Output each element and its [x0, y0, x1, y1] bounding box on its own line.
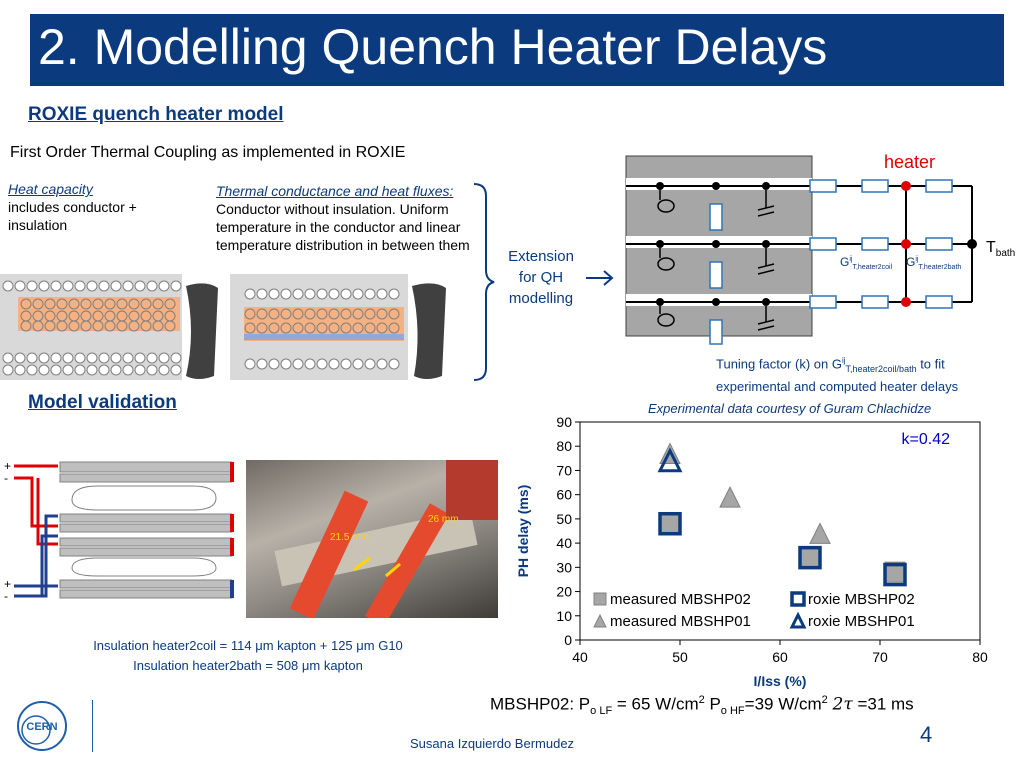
- legend-marker: [789, 611, 807, 629]
- author-name: Susana Izquierdo Bermudez: [410, 736, 575, 751]
- cern-logo: CERN: [17, 701, 67, 751]
- y-tick-label: 10: [556, 608, 572, 624]
- section-heading-roxie-model: ROXIE quench heater model: [28, 104, 284, 125]
- page-number: 4: [920, 722, 933, 747]
- svg-text:-: -: [4, 471, 8, 485]
- logo-divider: [92, 700, 93, 752]
- insulation-heater2coil: Insulation heater2coil = 114 μm kapton +…: [93, 638, 403, 653]
- y-tick-label: 40: [556, 535, 572, 551]
- heat-capacity-title: Heat capacity: [8, 181, 93, 197]
- y-tick-label: 90: [556, 414, 572, 430]
- data-point-triangle-open: [657, 447, 683, 473]
- y-tick-label: 80: [556, 438, 572, 454]
- thermal-conductance-block: Thermal conductance and heat fluxes: Con…: [216, 182, 484, 254]
- x-tick-label: 80: [972, 649, 988, 665]
- x-tick-label: 40: [572, 649, 588, 665]
- data-point-square-filled: [799, 547, 821, 569]
- x-axis-label: I/Iss (%): [754, 673, 807, 689]
- thermal-conductance-title: Thermal conductance and heat fluxes:: [216, 183, 454, 199]
- legend-marker: [593, 613, 607, 628]
- x-tick-label: 60: [772, 649, 788, 665]
- y-tick-label: 20: [556, 584, 572, 600]
- y-tick-label: 30: [556, 559, 572, 575]
- photo-label-26mm: 26 mm: [428, 514, 459, 525]
- magnet-heater-schematic: + - + -: [4, 459, 234, 603]
- svg-text:+: +: [4, 459, 11, 473]
- legend-marker: [593, 592, 607, 606]
- slide-title: 2. Modelling Quench Heater Delays: [38, 19, 828, 75]
- arrow-right-icon: [586, 270, 614, 286]
- svg-text:-: -: [4, 589, 8, 603]
- data-point-square-filled: [659, 513, 681, 535]
- y-tick-label: 70: [556, 462, 572, 478]
- data-point-triangle-filled: [809, 522, 831, 544]
- legend-marker: [790, 591, 806, 607]
- data-point-square-open: [658, 511, 682, 536]
- y-tick-label: 60: [556, 487, 572, 503]
- power-formula: MBSHP02: Po LF = 65 W/cm2 Po HF=39 W/cm2…: [490, 694, 914, 718]
- y-axis-label: PH delay (ms): [515, 485, 531, 578]
- section-heading-model-validation: Model validation: [28, 392, 177, 413]
- coupling-subtitle: First Order Thermal Coupling as implemen…: [10, 144, 406, 161]
- legend-label: measured MBSHP02: [610, 591, 751, 608]
- conductor-cross-section-illustration: [0, 274, 446, 380]
- data-courtesy-note: Experimental data courtesy of Guram Chla…: [648, 401, 932, 416]
- extension-label: Extension for QH modelling: [508, 248, 574, 307]
- t-bath-label: Tbath: [986, 239, 1015, 259]
- photo-label-21-5mm: 21.5 mm: [330, 532, 369, 543]
- k-annotation: k=0.42: [902, 431, 951, 448]
- title-bar: 2. Modelling Quench Heater Delays: [30, 14, 1004, 86]
- legend-label: roxie MBSHP01: [808, 613, 915, 630]
- insulation-heater2bath: Insulation heater2bath = 508 μm kapton: [133, 658, 363, 673]
- heat-capacity-text: includes conductor + insulation: [8, 199, 137, 233]
- heat-capacity-block: Heat capacity includes conductor + insul…: [8, 180, 178, 234]
- plot-area: [579, 421, 981, 641]
- data-point-square-open: [798, 545, 822, 570]
- thermal-conductance-text: Conductor without insulation. Uniform te…: [216, 201, 470, 253]
- x-tick-label: 50: [672, 649, 688, 665]
- heater-label: heater: [884, 152, 935, 172]
- legend-label: roxie MBSHP02: [808, 591, 915, 608]
- g-heater2coil-label: GijT,heater2coil: [840, 255, 893, 271]
- data-point-triangle-filled: [719, 485, 741, 508]
- data-point-square-open: [883, 562, 907, 587]
- thermal-network-diagram: heater Tbath GijT,heater2coil GijT,heate…: [625, 152, 1015, 345]
- brace-symbol: [473, 183, 495, 381]
- tuning-factor-text: Tuning factor (k) on GijT,heater2coil/ba…: [716, 356, 959, 394]
- ph-delay-chart: 0 10 20 30 40 50 60 70 80 90 40 50 60 70 80I/Iss (%) PH…: [515, 414, 988, 689]
- svg-text:CERN: CERN: [26, 721, 57, 733]
- test-setup-photo: 26 mm 21.5 mm: [246, 460, 498, 618]
- x-tick-label: 70: [872, 649, 888, 665]
- y-tick-label: 0: [564, 632, 572, 648]
- g-heater2bath-label: GijT,heater2bath: [906, 255, 961, 271]
- y-tick-label: 50: [556, 511, 572, 527]
- svg-text:+: +: [4, 577, 11, 591]
- legend-label: measured MBSHP01: [610, 613, 751, 630]
